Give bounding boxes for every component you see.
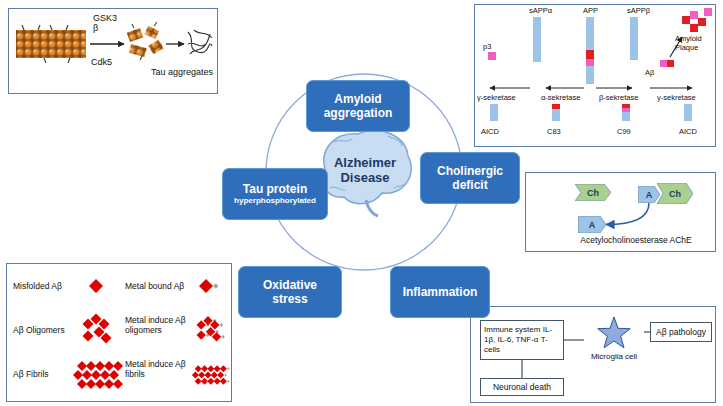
- panel-label: APP: [583, 7, 613, 16]
- node-label: hyperphosphorylated: [234, 196, 316, 206]
- microglia-node: Microglia cell: [584, 316, 644, 368]
- category-box: Oxidative stress: [238, 266, 342, 318]
- category-box: Inflammation: [390, 266, 490, 318]
- choline-shape: Ch: [657, 183, 693, 204]
- node-label: Immune system IL-1β, IL-6, TNF-α T-cells: [484, 325, 560, 355]
- node-label: Ch: [587, 188, 599, 198]
- category-box: Cholinergic deficit: [420, 152, 520, 204]
- node-label: Amyloid aggregation: [312, 92, 404, 120]
- panel-label: Cdk5: [91, 57, 121, 67]
- panel-label: Aβ: [645, 69, 665, 78]
- panel-label: β-sekretase: [599, 94, 649, 103]
- panel-label: Amyloid Plaque: [675, 35, 715, 52]
- panel-label: γ-sekretase: [657, 94, 707, 103]
- panel-label: p3: [483, 43, 503, 52]
- choline-shape: Ch: [575, 184, 611, 201]
- panel-label: α-sekretase: [541, 94, 591, 103]
- panel-label: Aβ Oligomers: [13, 326, 79, 336]
- panel-label: C83: [547, 128, 577, 137]
- acetyl-shape: A: [638, 186, 660, 203]
- microglia-icon: [584, 316, 644, 350]
- oxidative-panel: Misfolded AβMetal bound AβAβ OligomersMe…: [6, 263, 232, 402]
- panel-label: AICD: [679, 128, 709, 137]
- node-label: Alzheimer Disease: [322, 155, 408, 185]
- amyloid-panel: sAPPα APP sAPPβAmyloid Plaque p3Aβ γ-sekreta…: [474, 4, 716, 147]
- node-label: Tau protein: [243, 182, 307, 196]
- panel-label: Metal induce Aβ fibrils: [125, 360, 191, 380]
- panel-label: Tau aggregates: [151, 67, 221, 77]
- process-box: Immune system IL-1β, IL-6, TNF-α T-cells: [480, 320, 564, 360]
- panel-label: AICD: [481, 128, 511, 137]
- center-title: Alzheimer Disease: [322, 150, 408, 190]
- process-box: Neuronal death: [480, 378, 564, 396]
- panel-label: Misfolded Aβ: [13, 282, 79, 292]
- connector-line: [564, 339, 584, 340]
- acetyl-shape: A: [578, 216, 606, 233]
- app-processing: [488, 8, 712, 121]
- node-label: A: [646, 190, 653, 200]
- category-box: Tau proteinhyperphosphorylated: [222, 168, 328, 220]
- node-label: Inflammation: [403, 285, 478, 299]
- tau-panel: GSK3 β Cdk5Tau aggregates: [8, 8, 218, 94]
- node-label: A: [589, 220, 596, 230]
- tau-illustration: [16, 22, 212, 63]
- panel-label: sAPPα: [529, 7, 569, 16]
- reaction-arrow: [606, 203, 649, 225]
- process-box: Aβ pathology: [650, 322, 712, 342]
- panel-label: Aβ Fibrils: [13, 370, 79, 380]
- node-label: Neuronal death: [484, 382, 560, 392]
- panel-label: γ-sekretase: [477, 94, 527, 103]
- panel-label: Acetylocholinoesterase AChE: [566, 236, 706, 246]
- inflammation-panel: Immune system IL-1β, IL-6, TNF-α T-cells…: [470, 306, 716, 403]
- node-label: Cholinergic deficit: [426, 164, 514, 192]
- node-caption: Microglia cell: [584, 352, 644, 361]
- category-box: Amyloid aggregation: [306, 80, 410, 132]
- panel-label: GSK3 β: [93, 13, 119, 34]
- node-label: Oxidative stress: [244, 278, 336, 306]
- node-label: Ch: [669, 189, 681, 199]
- panel-label: C99: [617, 128, 647, 137]
- panel-label: Metal induce Aβ oligomers: [125, 316, 191, 336]
- abeta-diamonds: [73, 279, 230, 389]
- connector-line: [521, 360, 522, 378]
- cholinergic-panel: Acetylocholinoesterase AChEChAChA: [525, 172, 716, 252]
- panel-label: sAPPβ: [627, 7, 667, 16]
- node-label: Aβ pathology: [654, 327, 708, 337]
- panel-label: Metal bound Aβ: [125, 282, 195, 292]
